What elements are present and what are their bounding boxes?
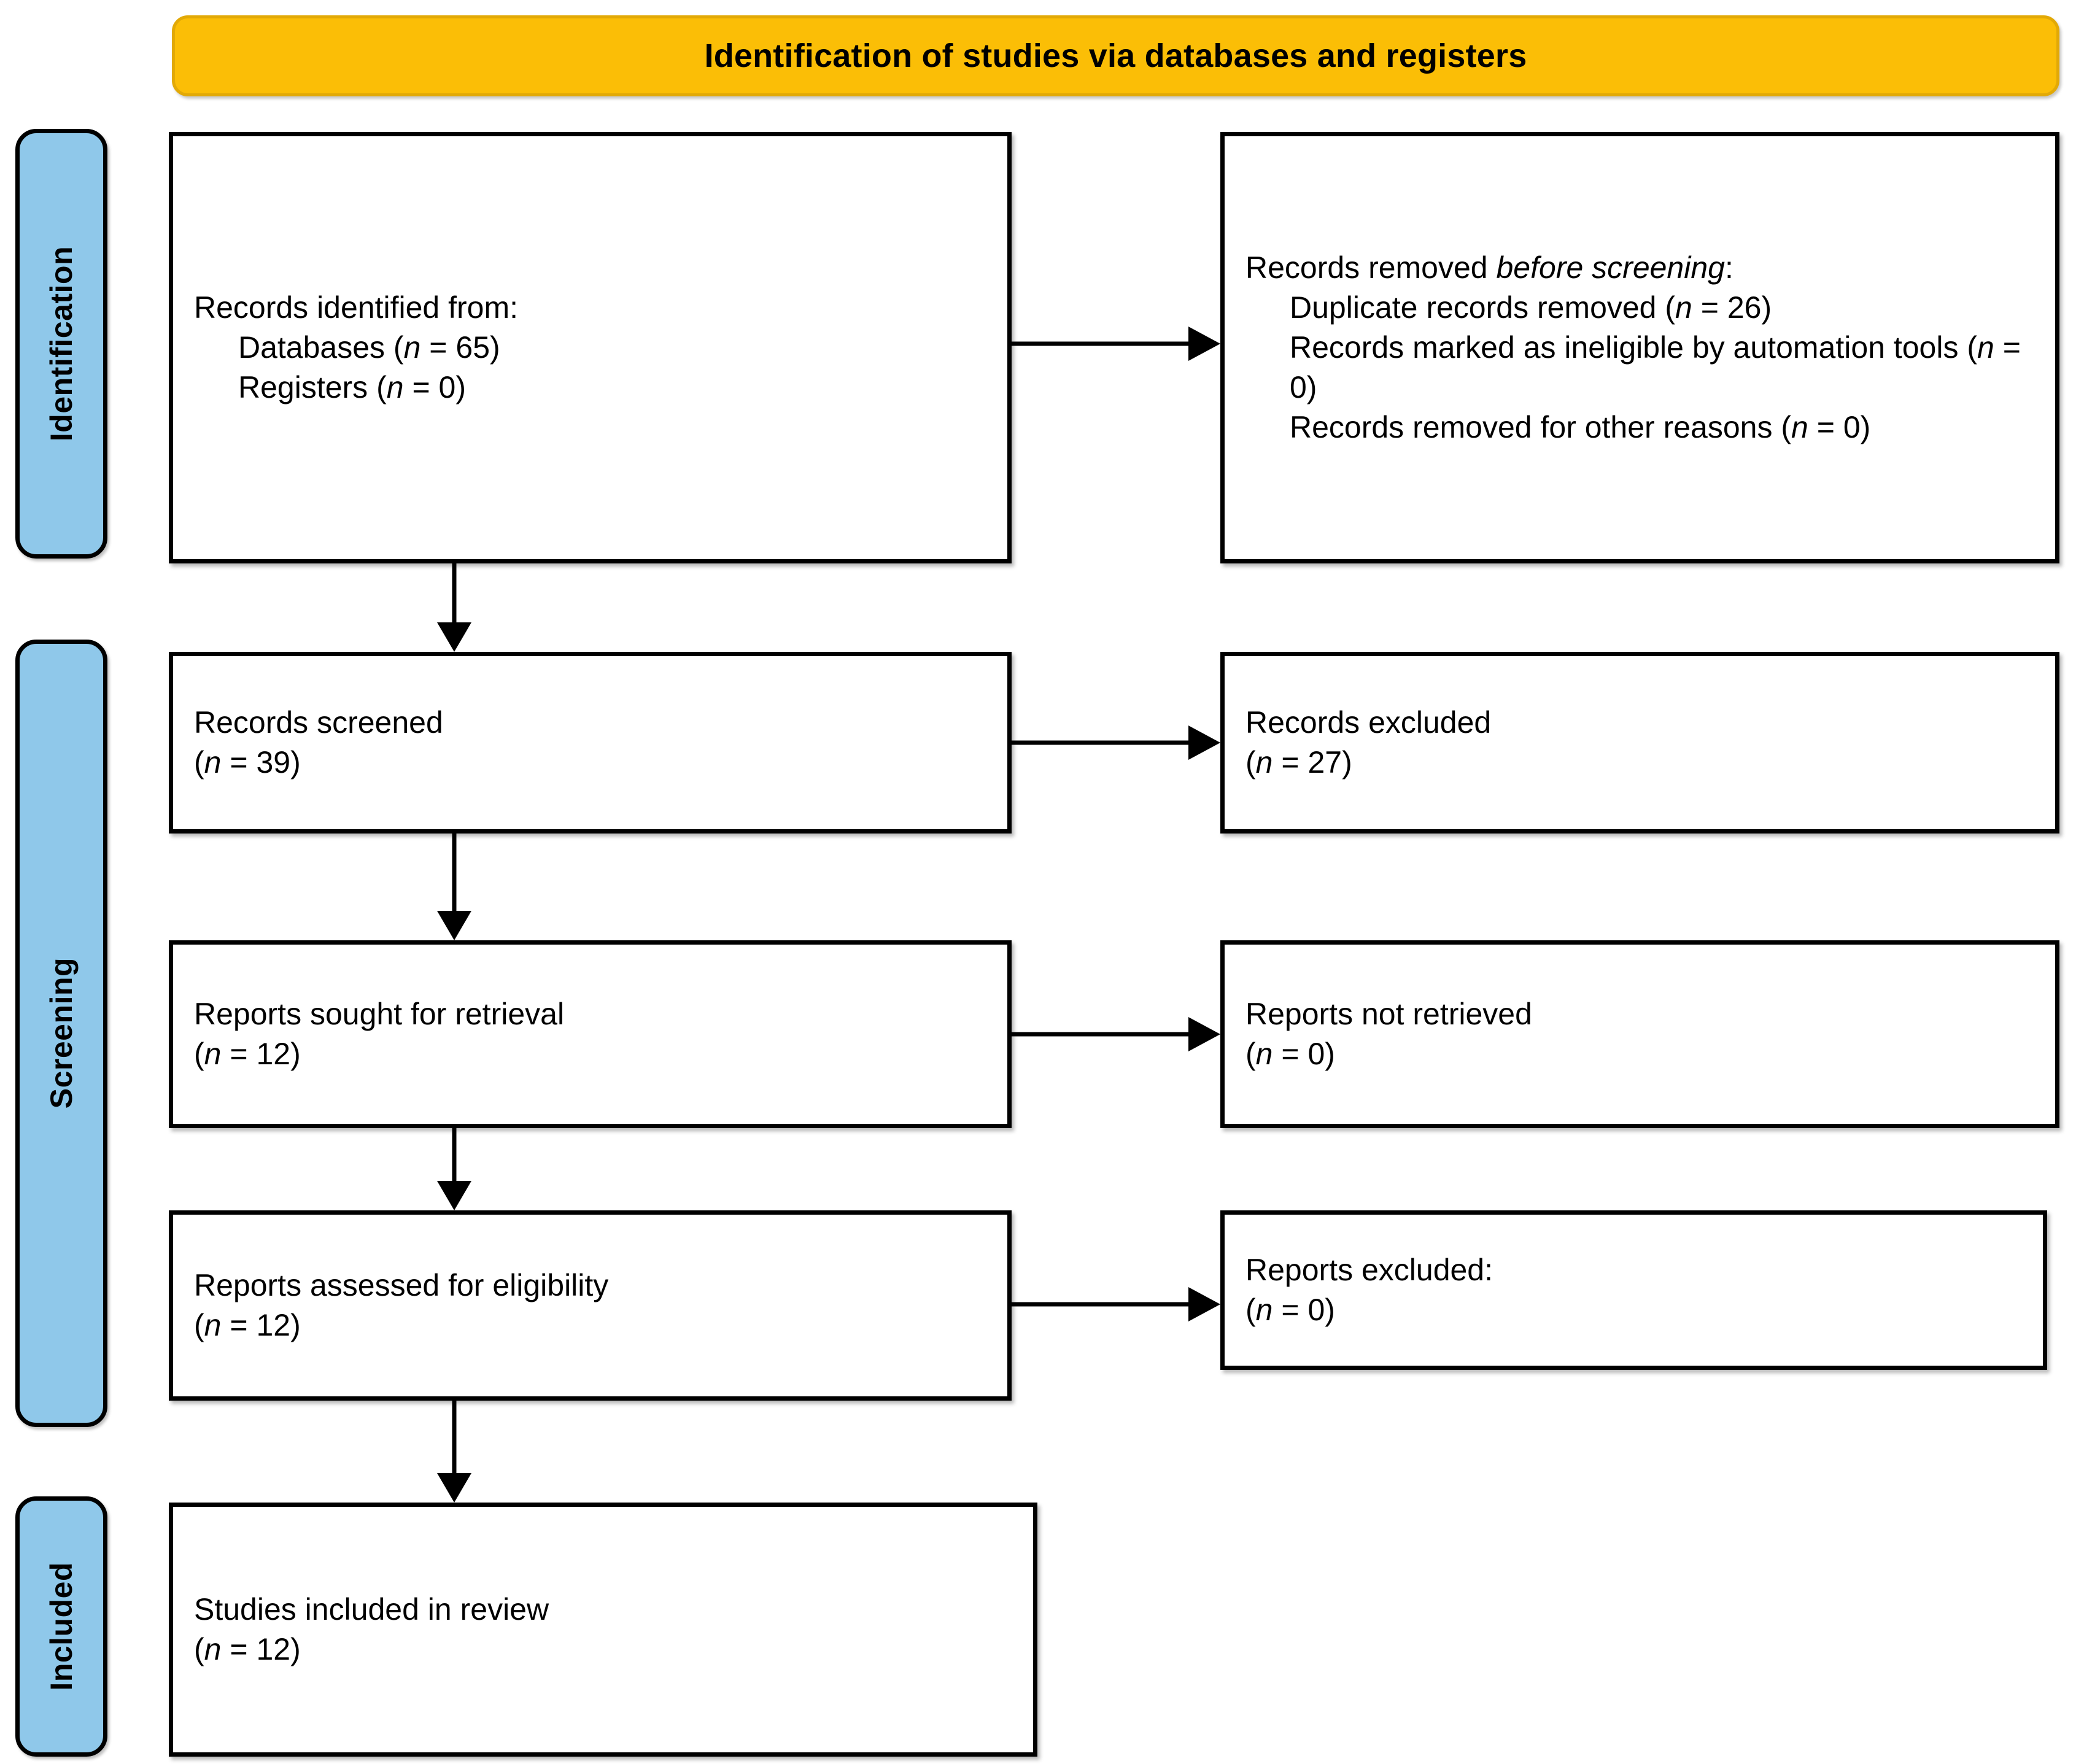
records-identified-databases: Databases (n = 65) [238, 330, 500, 365]
reports-assessed-title: Reports assessed for eligibility [194, 1268, 609, 1302]
reports-sought-count: (n = 12) [194, 1037, 301, 1071]
box-studies-included-in-review: Studies included in review (n = 12) [169, 1503, 1037, 1757]
stage-label-included-text: Included [44, 1562, 79, 1691]
reports-sought-title: Reports sought for retrieval [194, 997, 565, 1031]
box-reports-excluded: Reports excluded: (n = 0) [1220, 1210, 2047, 1370]
arrow-identified-to-removed [1012, 319, 1220, 368]
reports-excluded-title: Reports excluded: [1245, 1253, 1493, 1287]
records-screened-title: Records screened [194, 705, 443, 740]
reports-not-retrieved-title: Reports not retrieved [1245, 997, 1532, 1031]
box-records-identified-text: Records identified from: Databases (n = … [173, 288, 1007, 408]
box-reports-assessed-for-eligibility: Reports assessed for eligibility (n = 12… [169, 1210, 1012, 1401]
box-reports-sought-for-retrieval: Reports sought for retrieval (n = 12) [169, 940, 1012, 1128]
box-records-excluded: Records excluded (n = 27) [1220, 652, 2059, 834]
stage-label-screening-text: Screening [44, 957, 79, 1109]
reports-assessed-count: (n = 12) [194, 1308, 301, 1342]
box-reports-not-retrieved: Reports not retrieved (n = 0) [1220, 940, 2059, 1128]
arrow-identified-to-screened [430, 563, 479, 652]
reports-not-retrieved-count: (n = 0) [1245, 1037, 1335, 1071]
banner-title: Identification of studies via databases … [704, 37, 1527, 74]
box-records-screened-text: Records screened (n = 39) [173, 703, 1007, 783]
arrow-assessed-to-reports-excluded [1012, 1280, 1220, 1329]
stage-label-identification: Identification [15, 129, 107, 559]
box-records-removed-before-screening: Records removed before screening: Duplic… [1220, 132, 2059, 563]
box-records-identified: Records identified from: Databases (n = … [169, 132, 1012, 563]
box-records-removed-text: Records removed before screening: Duplic… [1225, 248, 2055, 447]
stage-label-identification-text: Identification [44, 246, 79, 442]
records-identified-line1: Records identified from: [194, 290, 519, 325]
records-removed-automation: Records marked as ineligible by automati… [1290, 330, 2021, 404]
arrow-sought-to-assessed [430, 1128, 479, 1210]
stage-label-included: Included [15, 1496, 107, 1757]
studies-included-title: Studies included in review [194, 1592, 549, 1627]
records-screened-count: (n = 39) [194, 745, 301, 779]
records-identified-registers: Registers (n = 0) [238, 370, 466, 404]
stage-label-screening: Screening [15, 640, 107, 1427]
records-removed-heading: Records removed before screening: [1245, 250, 1733, 285]
box-reports-sought-text: Reports sought for retrieval (n = 12) [173, 994, 1007, 1074]
arrow-sought-to-not-retrieved [1012, 1010, 1220, 1059]
records-removed-other: Records removed for other reasons (n = 0… [1290, 410, 1871, 444]
studies-included-count: (n = 12) [194, 1632, 301, 1666]
arrow-assessed-to-included [430, 1401, 479, 1503]
box-reports-assessed-text: Reports assessed for eligibility (n = 12… [173, 1266, 1007, 1345]
arrow-screened-to-sought [430, 834, 479, 940]
box-records-screened: Records screened (n = 39) [169, 652, 1012, 834]
box-studies-included-text: Studies included in review (n = 12) [173, 1590, 1033, 1669]
records-excluded-title: Records excluded [1245, 705, 1492, 740]
records-excluded-count: (n = 27) [1245, 745, 1352, 779]
box-reports-excluded-text: Reports excluded: (n = 0) [1225, 1250, 2043, 1330]
header-banner: Identification of studies via databases … [172, 15, 2059, 96]
reports-excluded-count: (n = 0) [1245, 1293, 1335, 1327]
arrow-screened-to-records-excluded [1012, 718, 1220, 767]
box-reports-not-retrieved-text: Reports not retrieved (n = 0) [1225, 994, 2055, 1074]
records-removed-duplicates: Duplicate records removed (n = 26) [1290, 290, 1772, 325]
box-records-excluded-text: Records excluded (n = 27) [1225, 703, 2055, 783]
